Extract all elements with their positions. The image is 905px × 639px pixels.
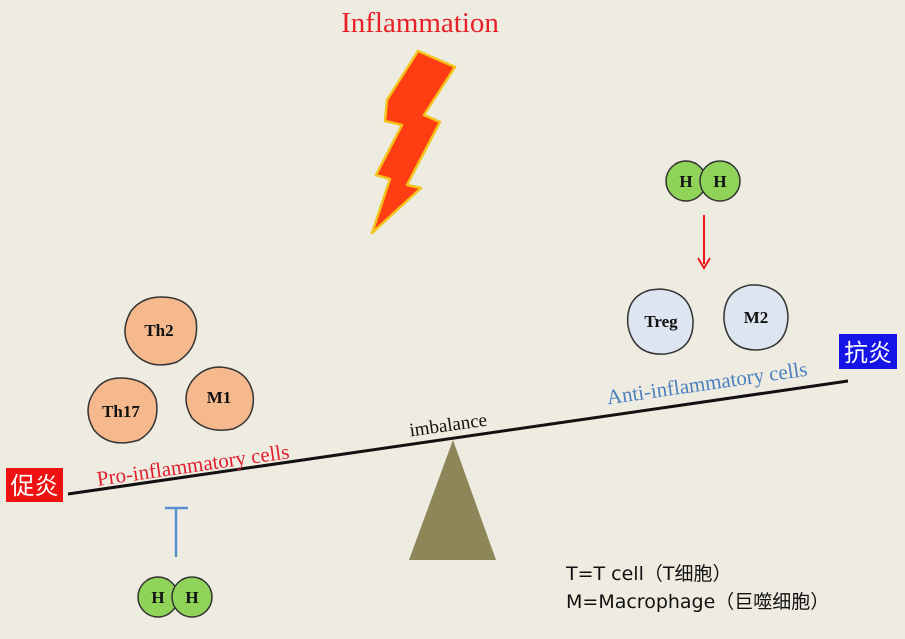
fulcrum-label: imbalance bbox=[408, 410, 488, 442]
cell-treg: Treg bbox=[626, 288, 694, 355]
anti-tag-text: 抗炎 bbox=[844, 339, 892, 367]
cell-th17: Th17 bbox=[87, 377, 158, 444]
cell-label: Th17 bbox=[102, 402, 140, 421]
title: Inflammation bbox=[341, 7, 499, 39]
fulcrum-triangle bbox=[409, 440, 496, 560]
cell-m1: M1 bbox=[185, 366, 255, 431]
pro-tag: 促炎 bbox=[6, 468, 63, 502]
h-cell-label: H bbox=[713, 172, 726, 191]
h-cell-label: H bbox=[151, 588, 164, 607]
h-cell-pair-bottom: H H bbox=[137, 576, 213, 618]
legend-line-t-cell: T=T cell（T细胞） bbox=[566, 563, 732, 585]
lightning-bolt-icon bbox=[370, 49, 457, 235]
pro-inflammatory-label: Pro-inflammatory cells bbox=[95, 439, 291, 490]
h-cell-pair-top: H H bbox=[665, 160, 741, 202]
legend: T=T cell（T细胞） M=Macrophage（巨噬细胞） bbox=[566, 560, 829, 616]
legend-line-macrophage: M=Macrophage（巨噬细胞） bbox=[566, 591, 830, 613]
cell-label: M1 bbox=[207, 388, 232, 407]
cell-label: M2 bbox=[744, 308, 769, 327]
cell-label: Th2 bbox=[144, 321, 173, 340]
pro-tag-text: 促炎 bbox=[11, 472, 59, 500]
h-cell-label: H bbox=[185, 588, 198, 607]
seesaw-beam bbox=[67, 379, 849, 496]
cell-label: Treg bbox=[644, 312, 678, 331]
h-cell-label: H bbox=[679, 172, 692, 191]
anti-tag: 抗炎 bbox=[839, 334, 897, 369]
cell-m2: M2 bbox=[723, 284, 789, 351]
promote-arrow bbox=[697, 215, 711, 270]
cell-th2: Th2 bbox=[124, 296, 198, 366]
inhibit-bar bbox=[165, 506, 188, 557]
